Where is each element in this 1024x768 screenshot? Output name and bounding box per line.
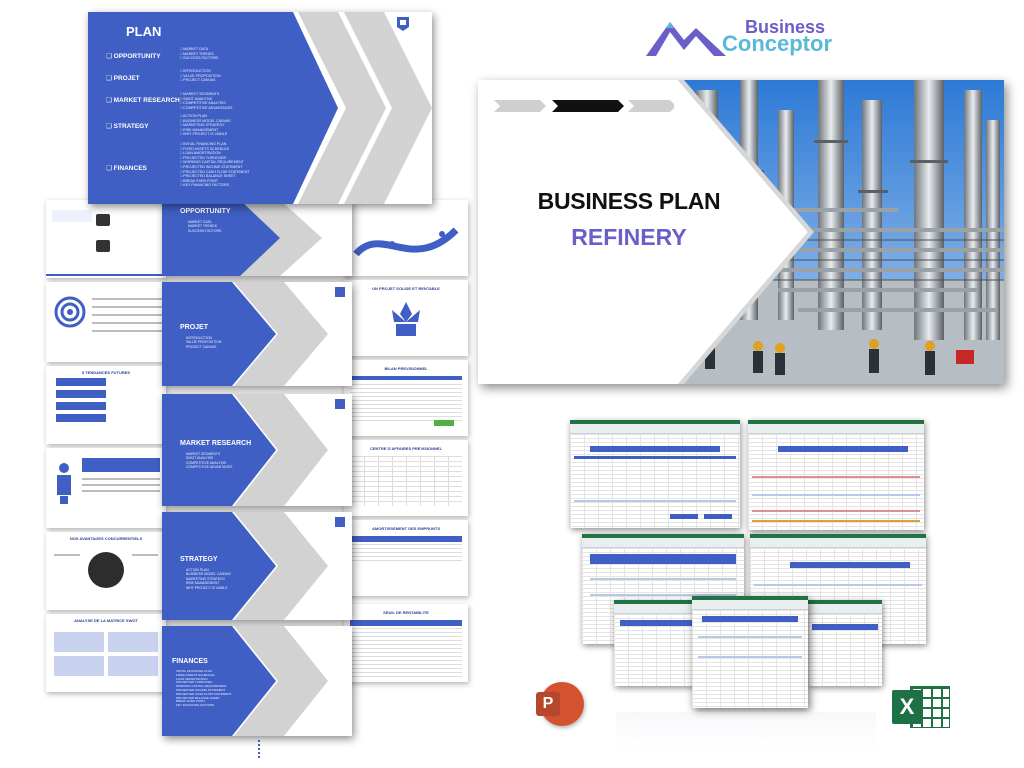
reflection — [616, 712, 876, 752]
section-items: MARKET SEGMENTS SWOT ANALYSIS COMPETITIV… — [186, 452, 233, 470]
slide-heading: ANALYSE DE LA MATRICE SWOT — [74, 618, 138, 623]
cover-slide: BUSINESS PLAN REFINERY — [478, 80, 1004, 384]
plan-section: ❑ STRATEGY — [106, 123, 149, 130]
slide-heading: AMORTISSEMENT DES EMPRUNTS — [371, 526, 440, 531]
plan-section: ❑ FINANCES — [106, 165, 147, 172]
cover-title: BUSINESS PLAN — [537, 188, 721, 214]
spreadsheet-preview — [570, 420, 740, 528]
worker-figures — [705, 337, 935, 375]
powerpoint-icon: P — [536, 682, 584, 726]
slide-thumbnail — [46, 282, 166, 362]
logo-text-business: Business — [745, 17, 826, 37]
slide-thumbnail: BILAN PREVISIONNEL — [344, 360, 468, 436]
powerpoint-letter: P — [536, 692, 560, 716]
section-items: INITIAL FINANCING PLAN FIXED ASSETS SCHE… — [176, 669, 232, 708]
spreadsheet-preview — [748, 420, 924, 530]
section-slide-finances: FINANCES INITIAL FINANCING PLAN FIXED AS… — [162, 626, 352, 736]
section-items: INTRODUCTION VALUE PROPOSITION PROJECT C… — [186, 336, 222, 349]
plan-blue-panel — [88, 12, 338, 204]
plan-subitems: □ INTRODUCTION □ VALUE PROPOSITION □ PRO… — [180, 69, 221, 83]
section-items: MARKET DATA MARKET TRENDS SUCCESS FACTOR… — [188, 220, 222, 233]
slide-thumbnail: AMORTISSEMENT DES EMPRUNTS — [344, 520, 468, 596]
logo-badge-icon — [397, 17, 409, 31]
section-slide-market-research: MARKET RESEARCH MARKET SEGMENTS SWOT ANA… — [162, 394, 352, 506]
logo-text-conceptor: Conceptor — [722, 31, 832, 56]
spreadsheet-preview — [692, 596, 808, 708]
section-title: OPPORTUNITY — [180, 208, 231, 215]
plan-title: PLAN — [126, 24, 162, 39]
slide-heading: SEUIL DE RENTABILITE — [383, 610, 429, 615]
slide-thumbnail: 5 TENDANCES FUTURES — [46, 366, 166, 444]
chevron-graphic — [298, 12, 432, 204]
section-slide-strategy: STRATEGY ACTION PLAN BUSINESS MODEL CANV… — [162, 512, 352, 620]
plan-section: ❑ PROJET — [106, 75, 140, 82]
plant-icon — [392, 302, 420, 336]
slide-thumbnail — [46, 448, 166, 528]
refinery-image — [478, 80, 1004, 384]
plan-subitems: □ INITIAL FINANCING PLAN □ FIXED ASSETS … — [180, 142, 250, 188]
cover-subtitle: REFINERY — [571, 224, 687, 250]
slide-thumbnail: SEUIL DE RENTABILITE — [344, 604, 468, 682]
logo-badge-icon — [335, 399, 345, 409]
logo-badge-icon — [335, 517, 345, 527]
excel-letter: X — [892, 690, 922, 724]
section-items: ACTION PLAN BUSINESS MODEL CANVAS MARKET… — [186, 568, 231, 590]
section-title: FINANCES — [172, 658, 208, 665]
section-slide-projet: PROJET INTRODUCTION VALUE PROPOSITION PR… — [162, 282, 352, 386]
plan-subitems: □ ACTION PLAN □ BUSINESS MODEL CANVAS □ … — [180, 114, 231, 137]
target-icon — [54, 296, 86, 328]
slide-heading: NOS AVANTAGES CONCURRENTIELS — [69, 536, 143, 541]
section-slide-opportunity: OPPORTUNITY MARKET DATA MARKET TRENDS SU… — [162, 200, 352, 276]
chevron-graphic — [162, 394, 328, 506]
plan-section: ❑ OPPORTUNITY — [106, 53, 161, 60]
plan-section: ❑ MARKET RESEARCH — [106, 97, 180, 104]
slide-thumbnail — [46, 200, 166, 278]
plan-subitems: □ MARKET SEGMENTS □ SWOT ANALYSIS □ COMP… — [180, 92, 233, 110]
spreadsheet-preview — [808, 600, 882, 686]
chevron-graphic — [162, 200, 322, 276]
section-title: STRATEGY — [180, 556, 218, 563]
section-title: MARKET RESEARCH — [180, 440, 252, 447]
slide-thumbnail: ANALYSE DE LA MATRICE SWOT — [46, 614, 166, 692]
slide-thumbnail: CENTRE D'AFFAIRES PREVISIONNEL — [344, 440, 468, 516]
dotted-connector — [258, 740, 260, 758]
slide-heading: CENTRE D'AFFAIRES PREVISIONNEL — [369, 446, 443, 451]
slide-heading: BILAN PREVISIONNEL — [384, 366, 428, 371]
chevron-graphic — [162, 512, 328, 620]
excel-icon: X — [892, 684, 950, 730]
mountain-icon — [646, 22, 726, 56]
slide-thumbnail: NOS AVANTAGES CONCURRENTIELS — [46, 532, 166, 610]
chevron-graphic — [162, 282, 328, 386]
slide-heading: 5 TENDANCES FUTURES — [81, 370, 131, 375]
plan-subitems: □ MARKET DATA □ MARKET TRENDS □ SUCCESS … — [180, 47, 219, 61]
slide-thumbnail: UN PROJET SOLIDE ET RENTABLE — [344, 280, 468, 356]
roadmap-icon — [353, 227, 459, 257]
logo-badge-icon — [335, 287, 345, 297]
speaker-icon — [57, 463, 71, 504]
chevron-graphic — [162, 626, 328, 736]
section-title: PROJET — [180, 324, 209, 331]
slide-heading: UN PROJET SOLIDE ET RENTABLE — [372, 286, 440, 291]
plan-slide: PLAN ❑ OPPORTUNITY □ MARKET DATA □ MARKE… — [88, 12, 432, 204]
slide-thumbnail — [344, 200, 468, 276]
divider-arrows — [494, 100, 674, 112]
